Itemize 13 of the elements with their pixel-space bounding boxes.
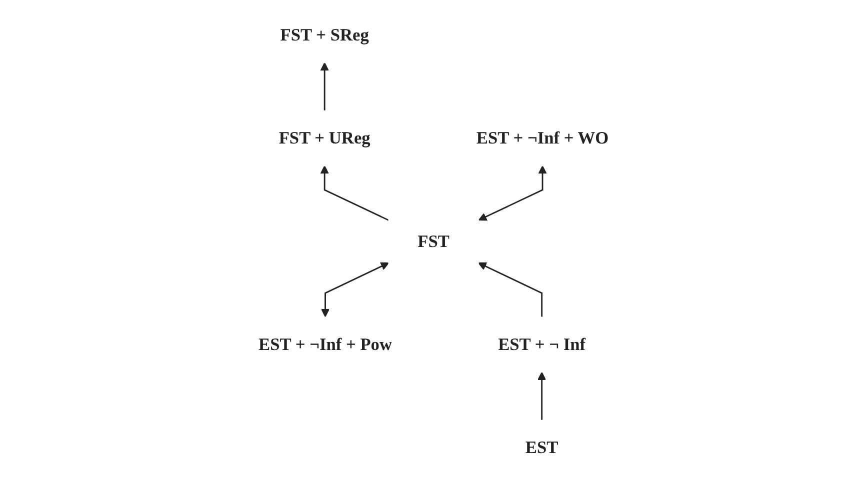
node-text: EST + ¬Inf + Pow <box>258 334 392 354</box>
node-text: FST + UReg <box>278 128 370 148</box>
node-text: EST + ¬ Inf <box>498 334 586 354</box>
arrow <box>538 372 546 420</box>
arrow <box>320 62 329 111</box>
arrow <box>320 262 390 318</box>
arrow <box>478 165 547 221</box>
node-text: EST + ¬Inf + WO <box>476 128 609 148</box>
arrow <box>320 165 389 221</box>
arrow <box>478 262 542 318</box>
node-text: FST <box>418 231 450 251</box>
node-text: EST <box>525 438 558 457</box>
node-text: FST + SReg <box>280 25 369 44</box>
